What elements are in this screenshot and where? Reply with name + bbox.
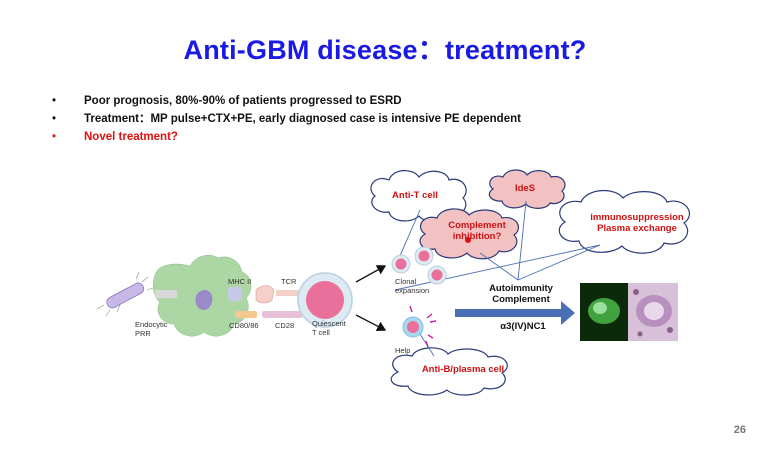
bullet-dot: • xyxy=(52,131,57,143)
label-prr: PRR xyxy=(135,329,151,338)
page-number: 26 xyxy=(733,424,746,436)
label-immunosuppression: immunosuppression xyxy=(590,212,684,223)
cloud-immunosuppression xyxy=(558,190,690,254)
label-mhc-ii: MHC II xyxy=(228,277,252,286)
bullet-text: Poor prognosis, 80%-90% of patients prog… xyxy=(84,95,402,107)
bullet-dot: • xyxy=(52,95,57,107)
pathology-images xyxy=(580,283,678,341)
bullet-list: • Poor prognosis, 80%-90% of patients pr… xyxy=(52,92,521,146)
label-plasma-exchange: Plasma exchange xyxy=(597,223,677,234)
cursor-dot xyxy=(465,237,471,243)
label-complement: Complement xyxy=(492,294,550,305)
bullet-text: Novel treatment? xyxy=(84,131,178,143)
blue-arrow xyxy=(455,301,575,325)
bullet-item: • Novel treatment? xyxy=(52,128,521,146)
clonal-expansion-cells xyxy=(391,246,447,285)
label-t-cell: T cell xyxy=(312,328,330,337)
label-help: Help xyxy=(395,346,411,355)
label-tcr: TCR xyxy=(281,277,297,286)
label-expansion: expansion xyxy=(395,286,430,295)
label-cd28: CD28 xyxy=(275,321,295,330)
label-quiescent: Quiescent xyxy=(312,319,346,328)
antigen-presenting-cell xyxy=(152,254,252,337)
helper-b-cell xyxy=(402,305,437,348)
bullet-dot: • xyxy=(52,113,57,125)
label-autoimmunity: Autoimmunity xyxy=(489,283,553,294)
label-endocytic: Endocytic xyxy=(135,320,168,329)
bullet-item: • Treatment：MP pulse+CTX+PE, early diagn… xyxy=(52,110,521,128)
bullet-item: • Poor prognosis, 80%-90% of patients pr… xyxy=(52,92,521,110)
pathway-arrows xyxy=(355,265,387,332)
label-complement-inhibition: Complement inhibition? xyxy=(448,220,506,242)
cloud-anti-b-plasma xyxy=(390,347,508,396)
bacterium-illustration xyxy=(96,271,154,317)
label-clonal: Clonal xyxy=(395,277,417,286)
label-anti-b-plasma: Anti-B/plasma cell xyxy=(421,364,505,375)
label-ides: IdeS xyxy=(514,183,536,194)
cloud-complement-inhibition xyxy=(419,208,519,260)
label-antigen: α3(IV)NC1 xyxy=(500,321,546,332)
label-anti-t-cell: Anti-T cell xyxy=(392,190,438,201)
label-cd80-86: CD80/86 xyxy=(229,321,259,330)
cloud-ides xyxy=(488,169,566,209)
tcr-mhc-complex xyxy=(228,285,302,318)
connector-lines xyxy=(394,200,601,357)
cloud-anti-t-cell xyxy=(370,170,467,223)
bullet-text: Treatment：MP pulse+CTX+PE, early diagnos… xyxy=(84,113,521,125)
slide-title: Anti-GBM disease：treatment? xyxy=(183,35,587,65)
quiescent-t-cell xyxy=(297,272,353,328)
